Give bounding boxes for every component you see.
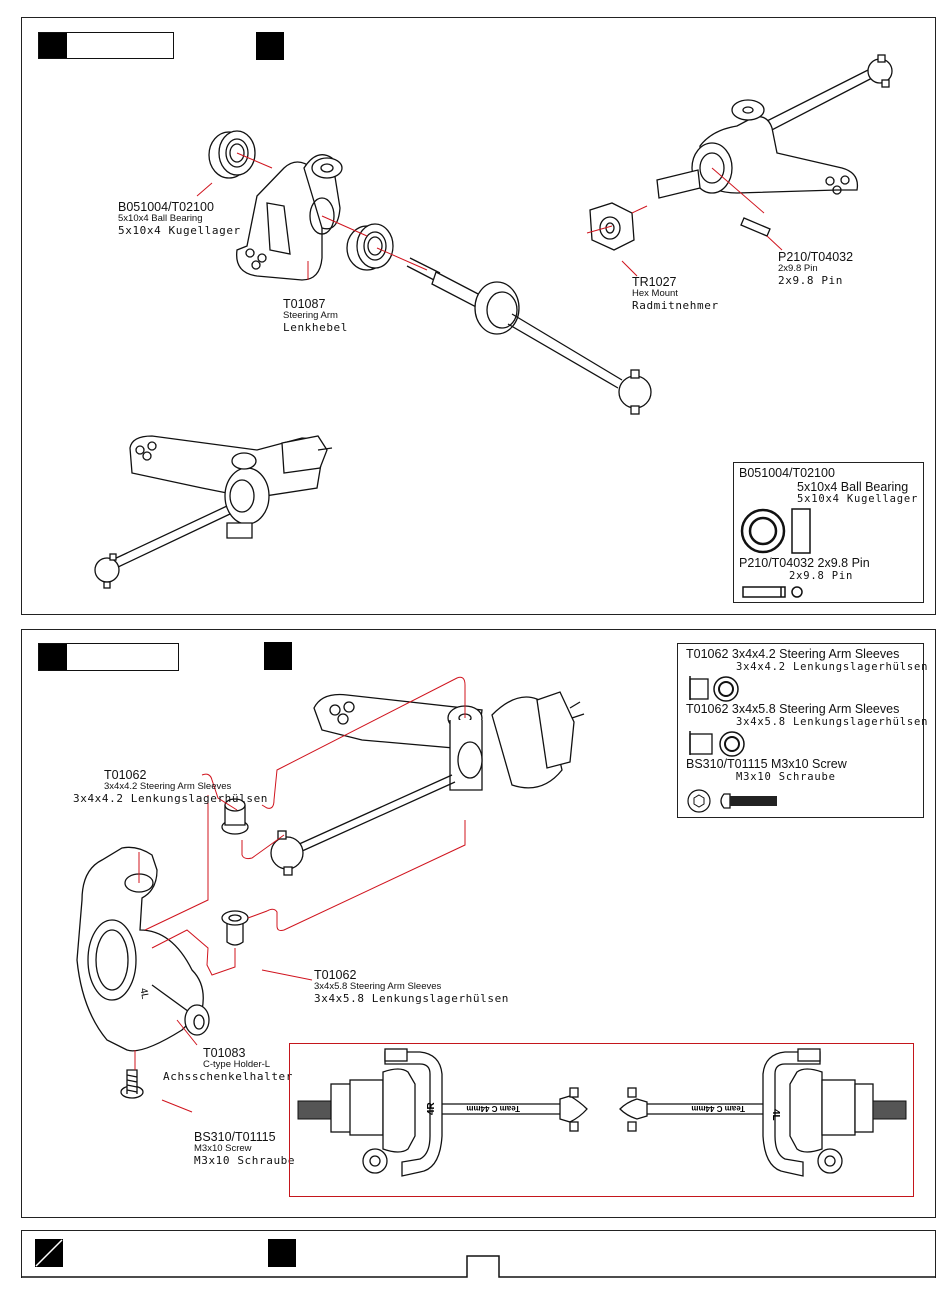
- legend-part-title: P210/T04032 2x9.8 Pin: [739, 556, 870, 570]
- step-marker-square: [256, 32, 284, 60]
- ball-bearing-icon: [208, 130, 256, 179]
- part-name-en: 3x4x4.2 Steering Arm Sleeves: [104, 781, 232, 793]
- sleeve-top-icon: [719, 731, 745, 757]
- part-number: TR1027: [632, 275, 677, 289]
- part-number: B051004/T02100: [118, 200, 214, 214]
- step-number-box: [38, 643, 179, 671]
- assembled-knuckle-right-side-view: 4R Team C 44mm: [297, 1048, 588, 1177]
- part-name-en: Steering Arm: [283, 310, 338, 322]
- assembled-view-inset: 4R Team C 44mm Team C 44mm 4L: [289, 1043, 914, 1197]
- svg-text:4L: 4L: [137, 987, 150, 1000]
- part-name-en: 3x4x5.8 Steering Arm Sleeves: [314, 981, 442, 993]
- ball-bearing-icon: [346, 223, 394, 271]
- sleeve-side-icon: [689, 676, 709, 700]
- part-number: T01062: [314, 968, 357, 982]
- part-number: T01062: [104, 768, 147, 782]
- c-type-holder-icon: 4L: [76, 846, 210, 1052]
- legend-part-name-en: 5x10x4 Ball Bearing: [797, 480, 909, 494]
- callout-hex-mount: TR1027 Hex Mount Radmitnehmer: [632, 275, 719, 313]
- legend-part-name-de: M3x10 Schraube: [736, 771, 836, 783]
- assembled-knuckle-icon: [656, 54, 893, 237]
- step-number-box: [38, 32, 174, 59]
- part-name-de: Achsschenkelhalter: [163, 1070, 294, 1084]
- callout-pin: P210/T04032 2x9.8 Pin 2x9.8 Pin: [778, 250, 853, 288]
- screw-head-icon: [687, 789, 711, 813]
- part-name-de: 3x4x4.2 Lenkungslagerhülsen: [73, 792, 269, 806]
- step-marker-square: [268, 1239, 296, 1267]
- callout-c-holder: T01083 C-type Holder-L Achsschenkelhalte…: [163, 1046, 293, 1084]
- part-name-en: 2x9.8 Pin: [778, 263, 818, 275]
- legend-part-name-de: 3x4x4.2 Lenkungslagerhülsen: [736, 661, 929, 673]
- side-mark-4l: 4L: [770, 1109, 781, 1121]
- legend-part-name-de: 3x4x5.8 Lenkungslagerhülsen: [736, 716, 929, 728]
- callout-ball-bearing: B051004/T02100 5x10x4 Ball Bearing 5x10x…: [118, 200, 241, 238]
- drive-shaft-icon: [406, 257, 652, 415]
- parts-legend-bottom: T01062 3x4x4.2 Steering Arm Sleeves 3x4x…: [677, 643, 927, 818]
- callout-sleeve-4-2: T01062 3x4x4.2 Steering Arm Sleeves 3x4x…: [73, 768, 268, 806]
- legend-part-name-de: 2x9.8 Pin: [789, 570, 854, 582]
- part-number: T01087: [283, 297, 326, 311]
- ball-bearing-icon: [740, 508, 811, 598]
- part-name-de: 2x9.8 Pin: [778, 274, 844, 288]
- shaft-mark: Team C 44mm: [466, 1104, 520, 1113]
- steering-arm-exploded-drawing: [94, 54, 893, 589]
- part-name-de: Radmitnehmer: [632, 299, 719, 313]
- part-name-de: 5x10x4 Kugellager: [118, 224, 241, 238]
- page-tab-mask: [468, 1257, 498, 1279]
- part-name-en: Hex Mount: [632, 288, 678, 300]
- shaft-mark: Team C 44mm: [691, 1104, 745, 1113]
- assembled-knuckle-icon: [270, 691, 585, 876]
- steering-arm-icon: [236, 154, 343, 281]
- callout-steering-arm: T01087 Steering Arm Lenkhebel: [283, 297, 348, 335]
- legend-icons: [687, 676, 777, 813]
- part-number: P210/T04032: [778, 250, 854, 264]
- step-marker-square: [264, 642, 292, 670]
- m3-screw-icon: [120, 1069, 144, 1099]
- step-panel-bottom: 4L T01062 3x4x4.2 Steering Arm Sleeves 3…: [21, 629, 936, 1218]
- assembled-knuckle-icon: [94, 435, 333, 589]
- part-name-de: Lenkhebel: [283, 321, 349, 335]
- screw-side-icon: [720, 793, 777, 809]
- callout-screw: BS310/T01115 M3x10 Screw M3x10 Schraube: [194, 1130, 295, 1168]
- legend-part-number: B051004/T02100: [739, 466, 835, 480]
- part-name-en: M3x10 Screw: [194, 1143, 252, 1155]
- c-holder-exploded-drawing: 4L: [76, 676, 585, 1113]
- step-slash-marker: [35, 1239, 63, 1267]
- callout-sleeve-5-8: T01062 3x4x5.8 Steering Arm Sleeves 3x4x…: [314, 968, 509, 1006]
- steering-arm-sleeve-icon: [221, 798, 249, 835]
- part-name-de: M3x10 Schraube: [194, 1154, 296, 1168]
- step-panel-top: B051004/T02100 5x10x4 Ball Bearing 5x10x…: [21, 17, 936, 615]
- legend-part-title: BS310/T01115 M3x10 Screw: [686, 757, 847, 771]
- sleeve-side-icon: [689, 731, 713, 755]
- steering-arm-sleeve-icon: [221, 910, 249, 946]
- assembled-knuckle-left-side-view: Team C 44mm 4L: [619, 1048, 907, 1177]
- part-name-de: 3x4x5.8 Lenkungslagerhülsen: [314, 992, 510, 1006]
- part-name-en: C-type Holder-L: [203, 1059, 271, 1071]
- page-tab-notch: [21, 1255, 936, 1278]
- part-number: BS310/T01115: [194, 1130, 276, 1144]
- legend-part-title: T01062 3x4x4.2 Steering Arm Sleeves: [686, 647, 900, 661]
- part-name-en: 5x10x4 Ball Bearing: [118, 213, 203, 225]
- legend-part-title: T01062 3x4x5.8 Steering Arm Sleeves: [686, 702, 900, 716]
- sleeve-top-icon: [713, 676, 739, 702]
- part-number: T01083: [203, 1046, 246, 1060]
- side-mark-4r: 4R: [426, 1101, 437, 1115]
- legend-part-name-de: 5x10x4 Kugellager: [797, 493, 919, 505]
- parts-legend-top: B051004/T02100 5x10x4 Ball Bearing 5x10x…: [733, 462, 924, 603]
